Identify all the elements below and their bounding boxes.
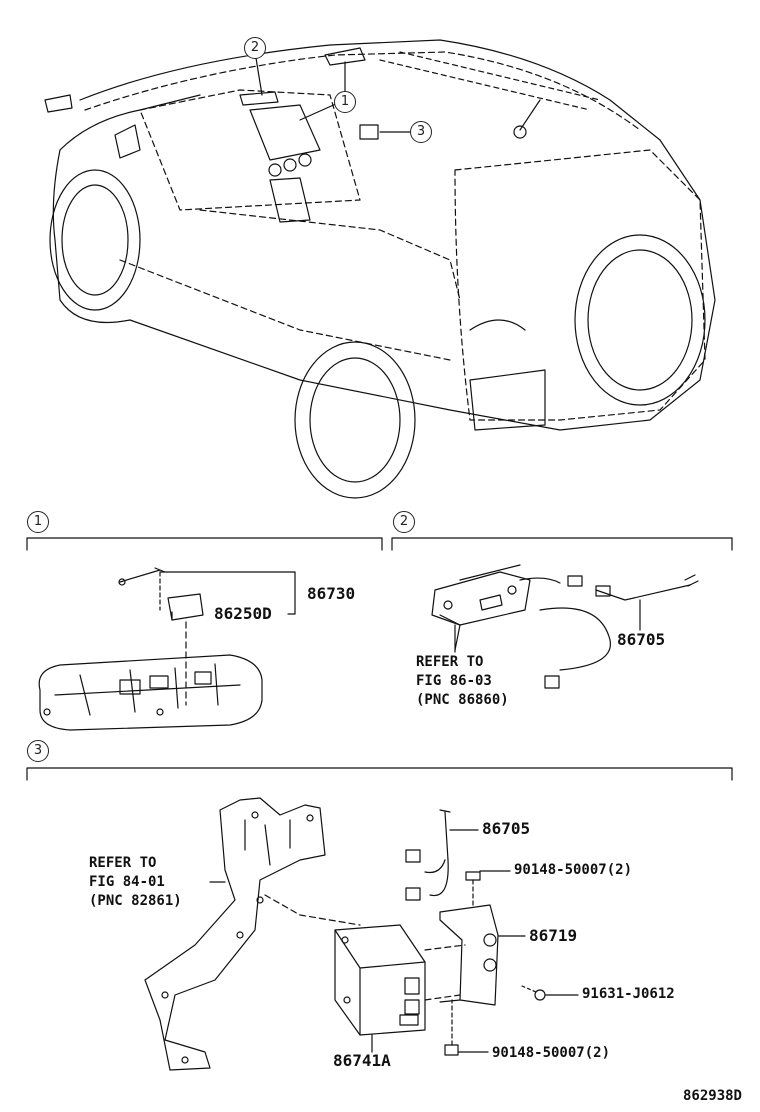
refer-line-1-s2: REFER TO — [416, 654, 484, 670]
refer-line-2-s3: FIG 84-01 — [89, 874, 165, 890]
section-1-badge: 1 — [27, 511, 49, 533]
section-3-badge: 3 — [27, 740, 49, 762]
refer-line-1-s3: REFER TO — [89, 855, 157, 871]
part-number-86719: 86719 — [529, 926, 578, 945]
part-number-86250d: 86250D — [214, 604, 272, 623]
section-frames — [26, 537, 733, 781]
section-2-badge: 2 — [393, 511, 415, 533]
section1-drawing — [38, 567, 296, 731]
refer-line-2-s2: FIG 86-03 — [416, 673, 492, 689]
section2-drawing — [431, 564, 699, 689]
part-number-90148-top: 90148-50007(2) — [514, 862, 633, 878]
callout-1-vehicle: 1 — [334, 91, 356, 113]
refer-line-3-s3: (PNC 82861) — [89, 893, 182, 909]
callout-2-vehicle: 2 — [244, 37, 266, 59]
part-number-90148-bottom: 90148-50007(2) — [492, 1045, 611, 1061]
part-number-86705-s2: 86705 — [617, 630, 666, 649]
part-number-86730: 86730 — [307, 584, 356, 603]
part-number-86741a: 86741A — [333, 1051, 391, 1070]
refer-line-3-s2: (PNC 86860) — [416, 692, 509, 708]
vehicle-illustration — [44, 39, 716, 499]
part-number-91631: 91631-J0612 — [582, 986, 675, 1002]
callout-3-vehicle: 3 — [410, 121, 432, 143]
part-number-86705-s3: 86705 — [482, 819, 531, 838]
figure-id: 862938D — [682, 1088, 742, 1104]
section3-drawing — [144, 797, 579, 1071]
